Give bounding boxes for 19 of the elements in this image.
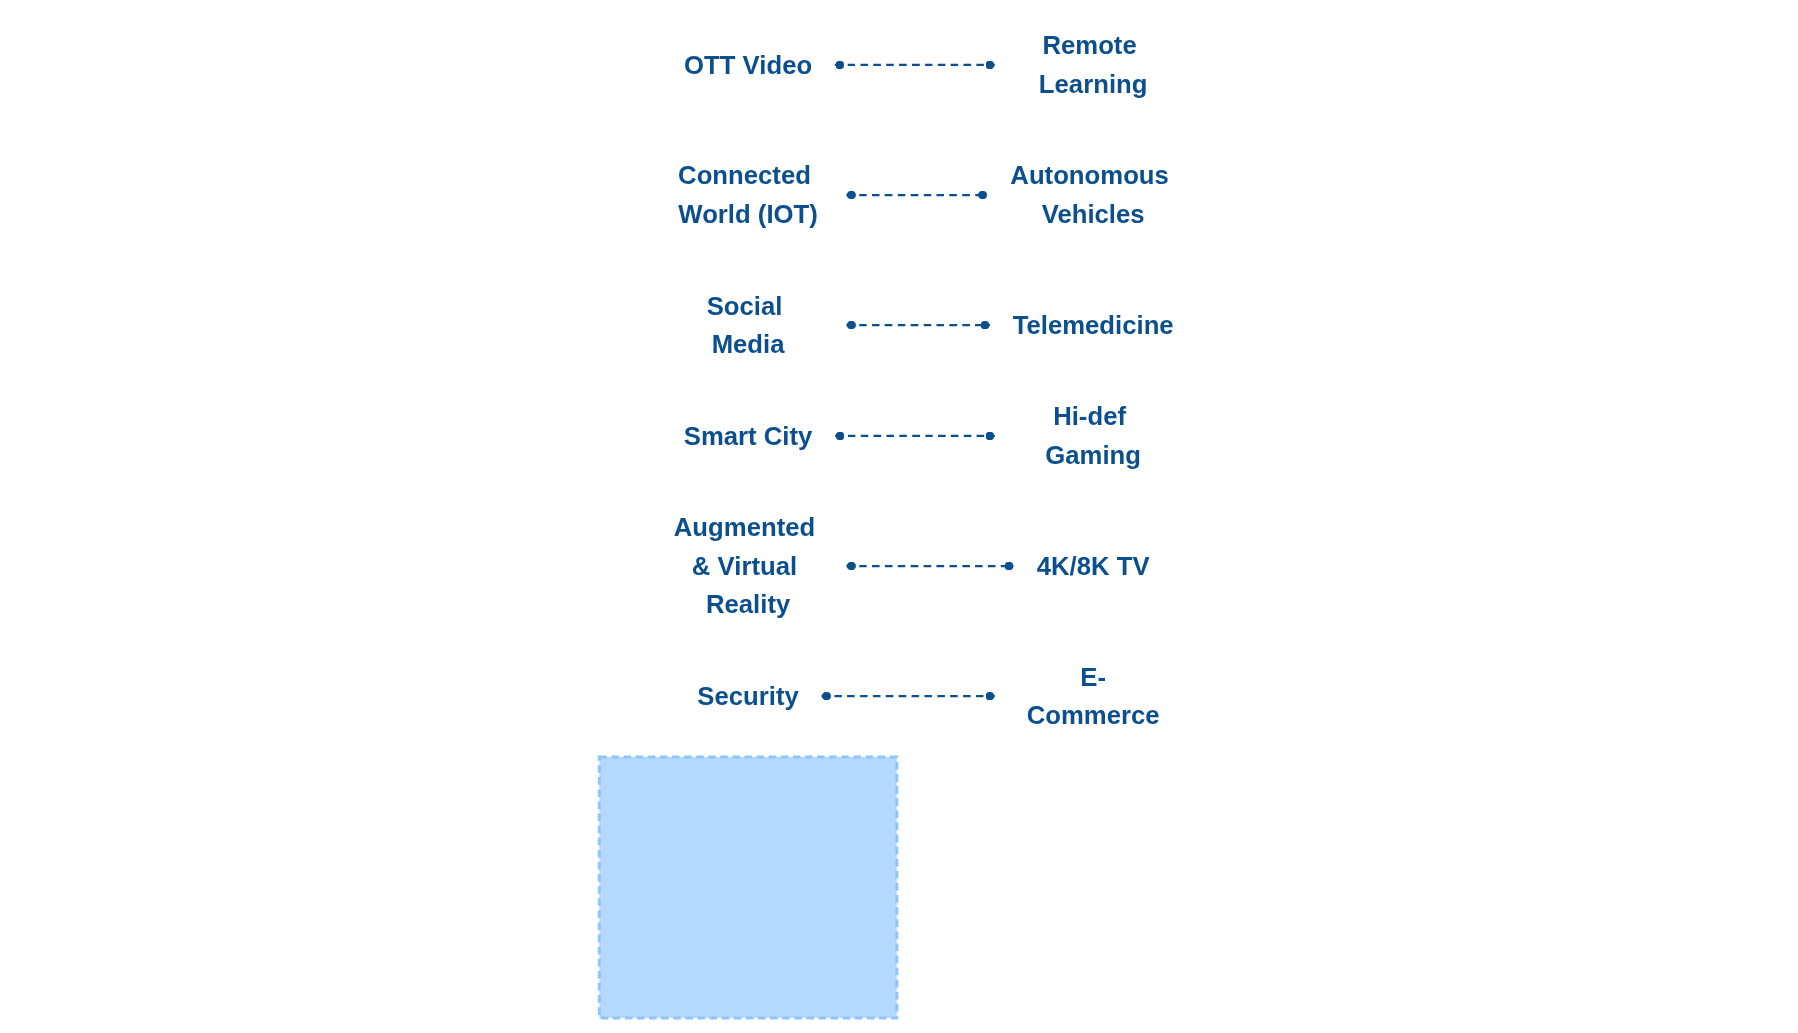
node-text: Telemedicine (1012, 310, 1174, 340)
node-text: E-Commerce (1026, 662, 1160, 730)
connector (846, 190, 988, 200)
node-box (597, 755, 899, 1020)
node-text: Security (697, 681, 799, 711)
node-text: OTT Video (684, 50, 813, 79)
connector (846, 561, 1014, 571)
node-text: Social Media (706, 291, 785, 359)
node-text: Connected World (IOT) (678, 161, 818, 229)
connector (835, 431, 995, 441)
node-text: Autonomous Vehicles (1010, 161, 1169, 229)
node-text: 4K/8K TV (1036, 551, 1150, 581)
connector (821, 691, 995, 701)
node-text: Remote Learning (1038, 30, 1148, 99)
node-text: Hi-def Gaming (1045, 401, 1142, 470)
node-text: Augmented & Virtual Reality (673, 512, 816, 619)
connector (834, 60, 995, 70)
node-text: Smart City (683, 421, 813, 450)
connector (846, 320, 990, 330)
